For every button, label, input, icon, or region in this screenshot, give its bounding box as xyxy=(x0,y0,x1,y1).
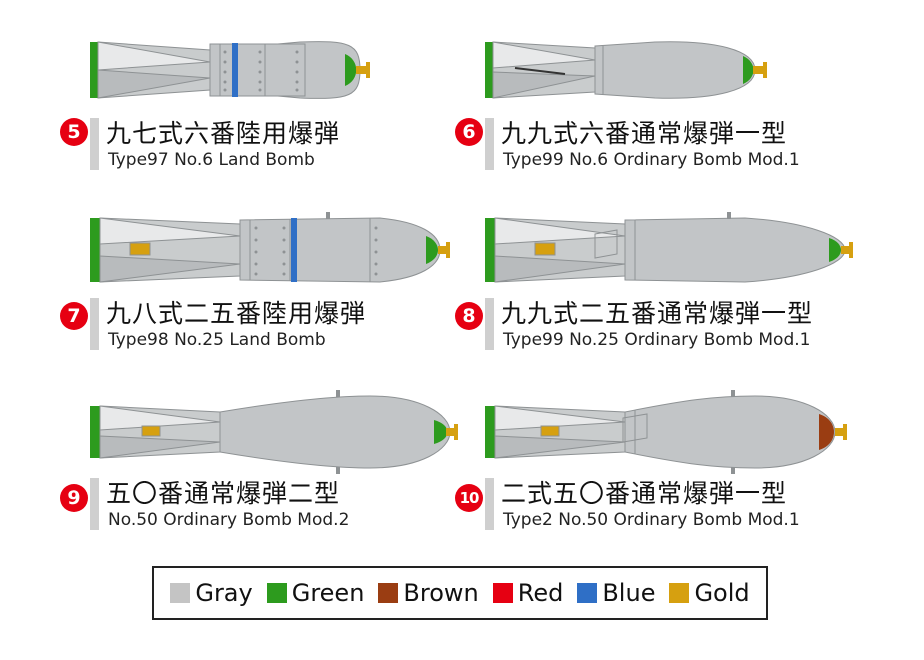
legend-swatch xyxy=(669,583,690,603)
bomb-illustration-type2-no50 xyxy=(485,390,847,474)
item-name-english: Type2 No.50 Ordinary Bomb Mod.1 xyxy=(503,510,800,530)
item-name-english: Type99 No.6 Ordinary Bomb Mod.1 xyxy=(503,150,800,170)
nose-brown xyxy=(819,414,834,450)
fuze-gold xyxy=(835,428,845,436)
fuze-gold xyxy=(841,246,851,254)
label-bar xyxy=(485,298,494,350)
label-bar xyxy=(485,478,494,530)
nose-green xyxy=(829,238,841,262)
tail-green-end xyxy=(485,406,495,458)
bomb-illustration-type98-no25 xyxy=(90,212,450,283)
legend-label: Green xyxy=(291,579,365,607)
legend-swatch xyxy=(577,583,598,603)
bomb-item-7: 7 九八式二五番陸用爆弾 Type98 No.25 Land Bomb xyxy=(60,210,480,385)
legend-item-blue: Blue xyxy=(577,579,655,607)
legend-item-gold: Gold xyxy=(669,579,750,607)
item-name-japanese: 九七式六番陸用爆弾 xyxy=(106,119,341,148)
bomb-item-9: 9 五〇番通常爆弾二型 No.50 Ordinary Bomb Mod.2 xyxy=(60,390,480,565)
nose-green xyxy=(345,54,357,86)
item-number-badge: 8 xyxy=(455,302,483,330)
legend-item-red: Red xyxy=(492,579,564,607)
legend-swatch xyxy=(492,583,513,603)
item-number-badge: 10 xyxy=(455,484,483,512)
item-name-english: Type99 No.25 Ordinary Bomb Mod.1 xyxy=(503,330,811,350)
bomb-illustration-no50-mod2 xyxy=(90,390,458,474)
legend-label: Gold xyxy=(694,579,750,607)
blue-band xyxy=(291,218,297,282)
tail-green-end xyxy=(485,42,493,98)
item-name-japanese: 五〇番通常爆弾二型 xyxy=(106,479,341,508)
label-bar xyxy=(90,478,99,530)
fuze-gold xyxy=(446,428,456,436)
legend-item-green: Green xyxy=(266,579,365,607)
legend-swatch xyxy=(266,583,287,603)
legend-item-brown: Brown xyxy=(378,579,479,607)
tail-green-end xyxy=(90,406,100,458)
label-bar xyxy=(90,298,99,350)
legend-item-gray: Gray xyxy=(170,579,253,607)
item-name-japanese: 九九式六番通常爆弾一型 xyxy=(501,119,788,148)
item-number-badge: 6 xyxy=(455,118,483,146)
tail-green-end xyxy=(90,218,100,282)
legend-swatch xyxy=(378,583,399,603)
item-name-english: Type98 No.25 Land Bomb xyxy=(108,330,326,350)
color-legend: Gray Green Brown Red Blue Gold xyxy=(152,566,768,620)
bomb-item-8: 8 九九式二五番通常爆弾一型 Type99 No.25 Ordinary Bom… xyxy=(455,210,875,385)
item-name-english: Type97 No.6 Land Bomb xyxy=(108,150,315,170)
legend-label: Brown xyxy=(403,579,479,607)
legend-label: Red xyxy=(517,579,564,607)
tail-green-end xyxy=(485,218,495,282)
item-name-japanese: 九九式二五番通常爆弾一型 xyxy=(501,299,814,328)
bomb-illustration-type99-no6 xyxy=(485,41,767,99)
tail-green-end xyxy=(90,42,98,98)
item-name-japanese: 九八式二五番陸用爆弾 xyxy=(106,299,367,328)
label-bar xyxy=(485,118,494,170)
item-number-badge: 7 xyxy=(60,302,88,330)
legend-swatch xyxy=(170,583,191,603)
bomb-illustration-type97-no6 xyxy=(90,41,370,99)
nose-green xyxy=(434,420,448,444)
label-bar xyxy=(90,118,99,170)
blue-band xyxy=(232,43,238,97)
fuze-gold xyxy=(356,66,368,74)
item-number-badge: 5 xyxy=(60,118,88,146)
item-name-japanese: 二式五〇番通常爆弾一型 xyxy=(501,479,788,508)
item-name-english: No.50 Ordinary Bomb Mod.2 xyxy=(108,510,350,530)
bomb-item-10: 10 二式五〇番通常爆弾一型 Type2 No.50 Ordinary Bomb… xyxy=(455,390,875,565)
legend-label: Gray xyxy=(195,579,253,607)
bomb-item-6: 6 九九式六番通常爆弾一型 Type99 No.6 Ordinary Bomb … xyxy=(455,30,875,205)
fuze-gold xyxy=(438,246,448,254)
fuze-gold xyxy=(753,66,765,74)
nose-green xyxy=(743,56,754,84)
legend-label: Blue xyxy=(602,579,656,607)
nose-green xyxy=(426,236,438,264)
bomb-illustration-type99-no25 xyxy=(485,212,853,283)
bomb-item-5: 5 九七式六番陸用爆弾 Type97 No.6 Land Bomb xyxy=(60,30,480,205)
item-number-badge: 9 xyxy=(60,484,88,512)
